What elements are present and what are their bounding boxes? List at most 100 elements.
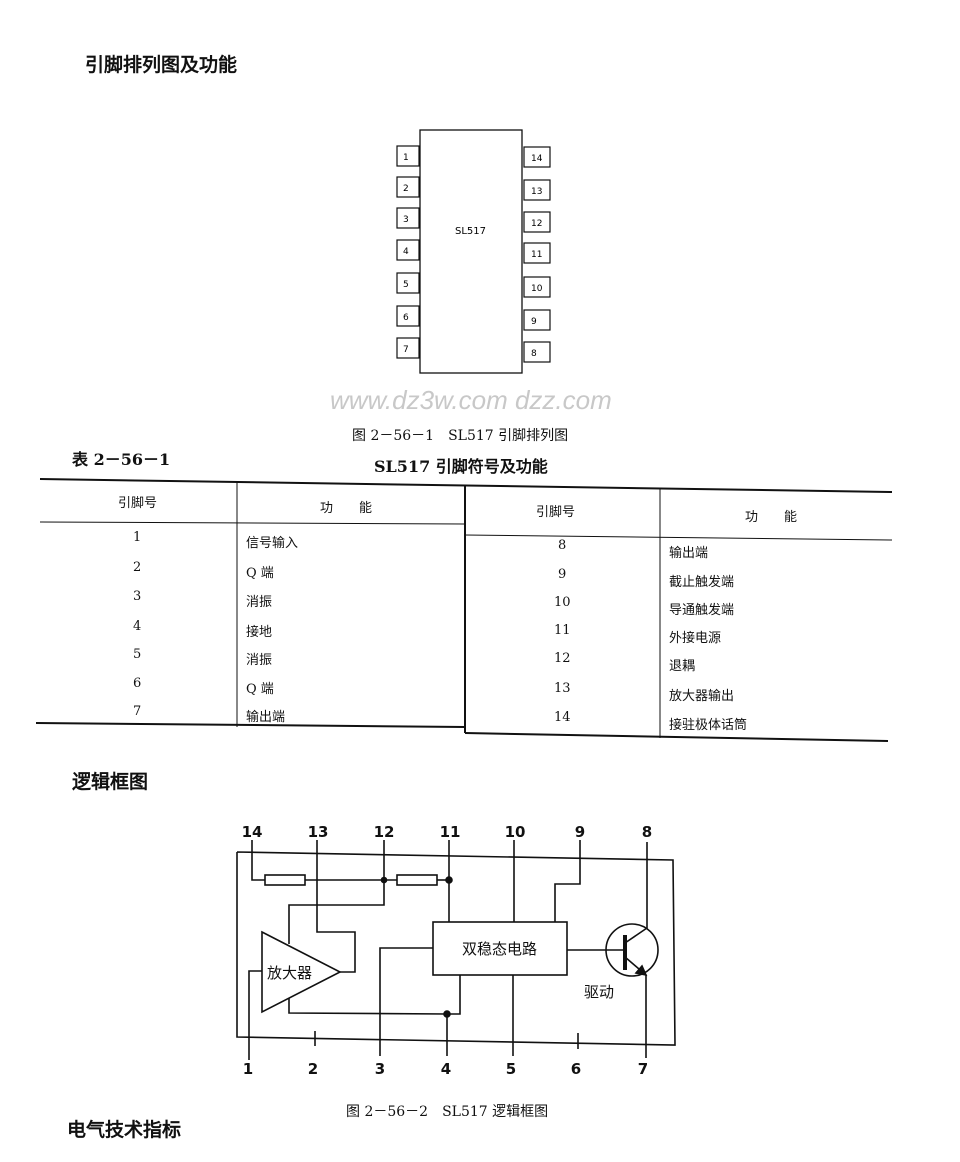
resistor-1 xyxy=(264,874,306,886)
table-cell-function: 截止触发端 xyxy=(669,575,735,590)
pin-number: 5 xyxy=(403,280,409,290)
section-heading-specs: 电气技术指标 xyxy=(67,1119,182,1141)
table-cell-function: 导通触发端 xyxy=(669,603,735,618)
wire-pin13 xyxy=(316,840,356,973)
bistable-label: 双稳态电路 xyxy=(462,940,537,958)
table-cell-pin: 11 xyxy=(554,623,571,638)
table-cell-pin: 12 xyxy=(554,651,571,666)
pin-label-top: 10 xyxy=(505,823,526,841)
pin-label-top: 13 xyxy=(308,823,329,841)
table-cell-pin: 4 xyxy=(133,619,142,634)
pin-number: 8 xyxy=(531,349,537,359)
pin-number: 7 xyxy=(403,345,409,355)
pin-number: 4 xyxy=(403,247,409,257)
table-cell-pin: 2 xyxy=(133,560,142,575)
table-cell-function: 接驻极体话筒 xyxy=(669,718,748,733)
pin-label-bottom: 4 xyxy=(441,1060,451,1078)
table-header-pin: 引脚号 xyxy=(536,505,576,520)
table-header-function: 功 能 xyxy=(320,501,373,516)
pin-label-top: 14 xyxy=(242,823,263,841)
wire-pin12 xyxy=(288,840,385,944)
pin-number: 14 xyxy=(531,154,543,164)
table-cell-pin: 5 xyxy=(133,647,142,662)
table-cell-pin: 6 xyxy=(133,676,142,691)
pin-box xyxy=(396,337,420,359)
pin-label-top: 11 xyxy=(440,823,461,841)
table-cell-pin: 1 xyxy=(133,530,142,545)
table-cell-function: 放大器输出 xyxy=(669,689,735,704)
pin-number: 6 xyxy=(403,313,409,323)
logic-caption: 图 2－56－2 SL517 逻辑框图 xyxy=(346,1104,549,1120)
pin-label-bottom: 1 xyxy=(243,1060,253,1078)
table-number: 表 2－56－1 xyxy=(72,450,171,469)
wire-pin8-collector xyxy=(624,842,648,944)
section-heading-pinout: 引脚排列图及功能 xyxy=(85,54,238,76)
watermark: www.dz3w.com dzz.com xyxy=(330,385,612,415)
pin-label-bottom: 2 xyxy=(308,1060,318,1078)
pin-number: 13 xyxy=(531,187,542,197)
pin-box xyxy=(396,145,420,167)
pin-number: 9 xyxy=(531,317,537,327)
pin-box xyxy=(523,341,551,363)
pin-number: 3 xyxy=(403,215,409,225)
pin-box xyxy=(523,146,551,168)
pin-label-top: 9 xyxy=(575,823,585,841)
table-title: SL517 引脚符号及功能 xyxy=(374,457,548,476)
pin-number: 10 xyxy=(531,284,543,294)
pinout-caption: 图 2－56－1 SL517 引脚排列图 xyxy=(352,428,569,444)
pin-label-bottom: 6 xyxy=(571,1060,581,1078)
table-header-pin: 引脚号 xyxy=(118,496,158,511)
driver-label: 驱动 xyxy=(584,983,614,1001)
table-cell-function: Q 端 xyxy=(246,682,274,697)
transistor-circle xyxy=(605,923,659,977)
table-cell-pin: 8 xyxy=(558,538,567,553)
table-cell-pin: 7 xyxy=(133,704,142,719)
amplifier-label: 放大器 xyxy=(267,964,312,982)
table-cell-function: 消振 xyxy=(246,595,273,610)
pin-box xyxy=(523,211,551,233)
table-cell-pin: 10 xyxy=(554,595,571,610)
table-cell-function: 外接电源 xyxy=(669,631,722,646)
table-cell-pin: 9 xyxy=(558,567,567,582)
pin-label-bottom: 5 xyxy=(506,1060,516,1078)
pin-box xyxy=(523,242,551,264)
pin-label-bottom: 7 xyxy=(638,1060,648,1078)
emitter-arrow-icon xyxy=(634,964,648,977)
pin-label-bottom: 3 xyxy=(375,1060,385,1078)
table-cell-function: 信号输入 xyxy=(246,536,299,551)
chip-label: SL517 xyxy=(455,226,486,237)
table-cell-pin: 13 xyxy=(554,681,571,696)
pin-box xyxy=(523,179,551,201)
chip-body xyxy=(419,129,523,374)
wire-pin14 xyxy=(251,840,265,881)
pin-number: 1 xyxy=(403,153,409,163)
section-heading-logic: 逻辑框图 xyxy=(72,771,149,793)
pin-number: 2 xyxy=(403,184,409,194)
wire-pin9 xyxy=(554,840,581,922)
wire-pin1 xyxy=(248,970,262,1060)
pin-label-top: 12 xyxy=(374,823,395,841)
table-header-function: 功 能 xyxy=(745,510,798,525)
resistor-2 xyxy=(396,874,438,886)
pin-box xyxy=(396,239,420,261)
table-cell-function: 退耦 xyxy=(669,659,696,674)
table-cell-function: 输出端 xyxy=(669,546,709,561)
table-bottom-rule xyxy=(35,722,466,728)
pin-box xyxy=(396,207,420,229)
table-cell-function: 消振 xyxy=(246,653,273,668)
table-bottom-rule xyxy=(464,732,889,742)
pin-number: 12 xyxy=(531,219,542,229)
pin-number: 11 xyxy=(531,250,542,260)
table-header-rule-right xyxy=(464,534,893,541)
pin-box xyxy=(396,272,420,294)
wire-pin3 xyxy=(379,947,433,1056)
amplifier-triangle xyxy=(261,930,342,1014)
pin-box xyxy=(523,309,551,331)
table-header-rule-left xyxy=(39,521,466,525)
table-cell-function: 接地 xyxy=(246,625,273,640)
table-cell-pin: 14 xyxy=(554,710,571,725)
outer-rail xyxy=(236,851,676,1046)
